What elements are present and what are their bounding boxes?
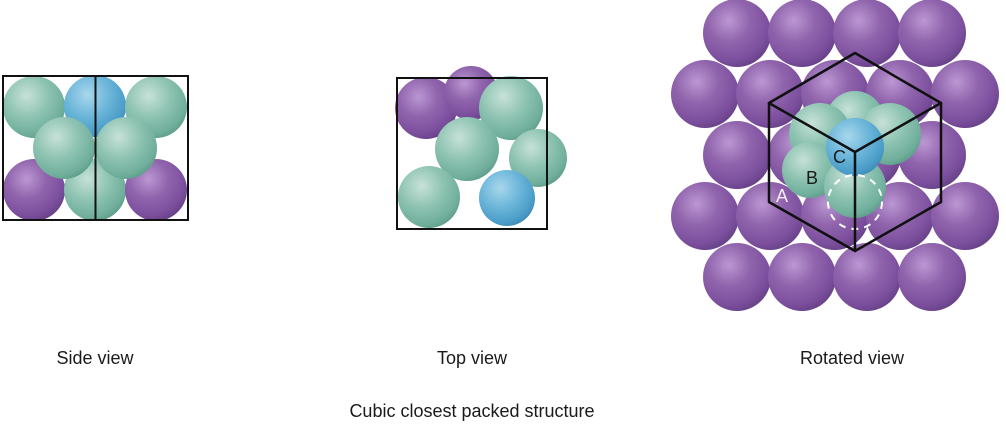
- layer-label-b: B: [806, 168, 818, 188]
- top-view-label: Top view: [437, 348, 508, 368]
- side-view-label: Side view: [56, 348, 134, 368]
- sphere-purple: [395, 77, 457, 139]
- sphere-purple: [703, 243, 771, 311]
- sphere-blue: [826, 118, 884, 176]
- layer-label-c: C: [833, 147, 846, 167]
- sphere-purple: [768, 0, 836, 67]
- figure-caption: Cubic closest packed structure: [349, 401, 594, 421]
- sphere-teal: [33, 117, 95, 179]
- sphere-purple: [703, 0, 771, 67]
- sphere-teal: [95, 117, 157, 179]
- sphere-purple: [736, 60, 804, 128]
- sphere-teal: [398, 166, 460, 228]
- top-view: [395, 66, 567, 230]
- sphere-purple: [931, 182, 999, 250]
- sphere-purple: [671, 60, 739, 128]
- sphere-purple: [931, 60, 999, 128]
- sphere-purple: [768, 243, 836, 311]
- sphere-purple: [671, 182, 739, 250]
- side-view: [2, 75, 189, 221]
- sphere-purple: [833, 0, 901, 67]
- sphere-purple: [833, 243, 901, 311]
- cube-edge: [767, 101, 857, 154]
- unit-cell-outline: [396, 77, 548, 230]
- sphere-purple: [703, 121, 771, 189]
- sphere-teal: [782, 142, 838, 198]
- sphere-teal: [435, 117, 499, 181]
- sphere-purple: [736, 182, 804, 250]
- layer-label-a: A: [776, 186, 788, 206]
- sphere-purple: [898, 243, 966, 311]
- rotated-view-label: Rotated view: [800, 348, 905, 368]
- cube-edge: [853, 101, 943, 154]
- sphere-teal: [479, 76, 543, 140]
- sphere-teal: [509, 129, 567, 187]
- sphere-blue: [479, 170, 535, 226]
- sphere-purple: [898, 0, 966, 67]
- rotated-view: A B C: [671, 0, 999, 311]
